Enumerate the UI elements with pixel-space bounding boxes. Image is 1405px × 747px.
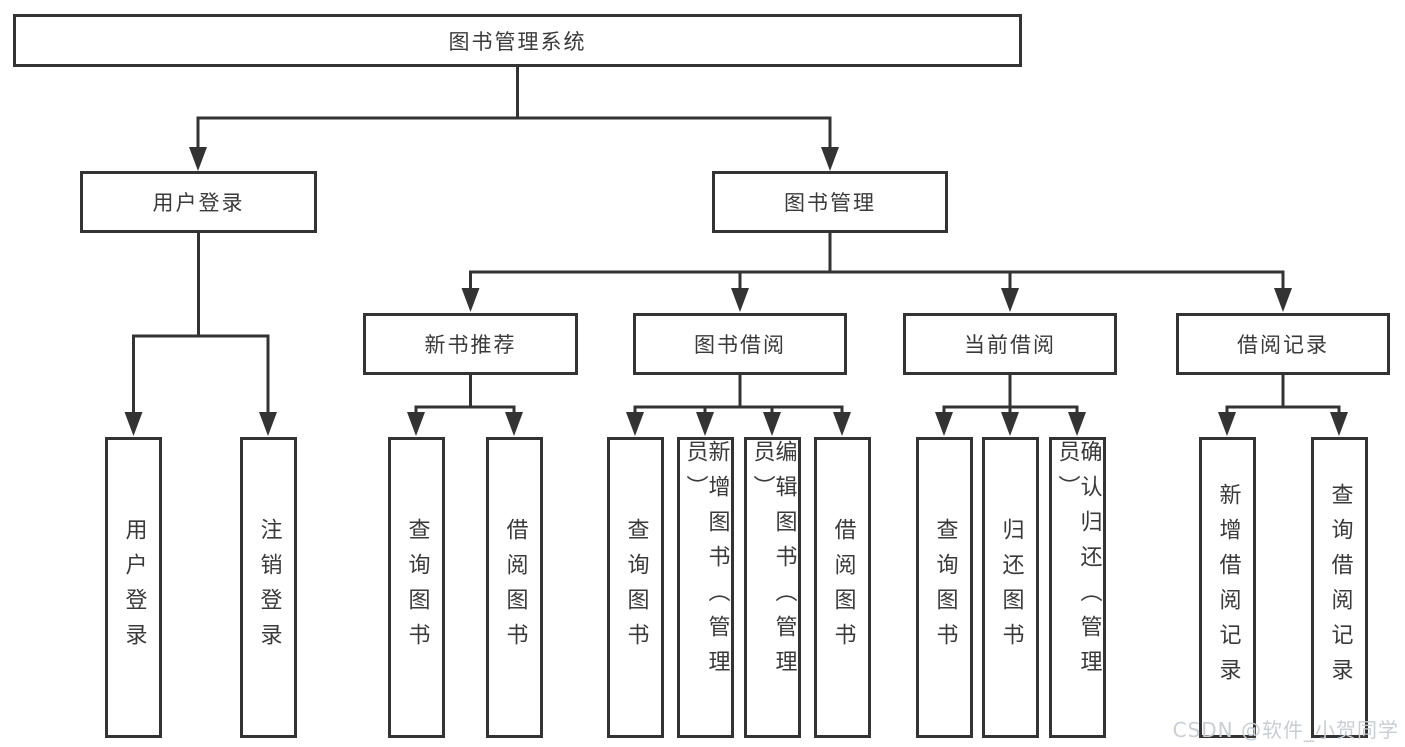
arrowhead bbox=[833, 412, 851, 436]
arrowhead bbox=[1274, 288, 1292, 312]
arrowhead bbox=[505, 412, 523, 436]
leaf-return-books: 归还图书 bbox=[982, 437, 1039, 738]
node-book-management: 图书管理 bbox=[712, 171, 948, 233]
node-label: 注销登录 bbox=[256, 517, 282, 658]
arrowhead bbox=[763, 412, 781, 436]
leaf-edit-books-admin: 编辑图书（管理员） bbox=[744, 437, 801, 738]
node-label: 查询借阅记录 bbox=[1327, 482, 1353, 693]
leaf-query-books-3: 查询图书 bbox=[916, 437, 973, 738]
arrowhead bbox=[189, 147, 207, 171]
arrowhead bbox=[626, 412, 644, 436]
node-label: 查询图书 bbox=[932, 517, 958, 658]
leaf-borrow-books-1: 借阅图书 bbox=[486, 437, 543, 738]
leaf-borrow-books-2: 借阅图书 bbox=[814, 437, 871, 738]
leaf-query-books-1: 查询图书 bbox=[388, 437, 445, 738]
node-label: 新增借阅记录 bbox=[1215, 482, 1241, 693]
node-label: 新增图书（管理员） bbox=[682, 440, 730, 685]
arrowhead bbox=[696, 412, 714, 436]
leaf-user-login: 用户登录 bbox=[105, 437, 162, 738]
arrowhead bbox=[259, 412, 277, 436]
node-label: 归还图书 bbox=[998, 517, 1024, 658]
node-label: 用户登录 bbox=[152, 191, 245, 215]
node-label: 编辑图书（管理员） bbox=[749, 440, 797, 685]
arrowhead bbox=[1218, 412, 1236, 436]
node-label: 图书管理系统 bbox=[448, 29, 587, 54]
node-label: 查询图书 bbox=[623, 517, 649, 658]
arrowhead bbox=[461, 288, 480, 312]
node-label: 新书推荐 bbox=[424, 333, 517, 357]
leaf-query-borrow-record: 查询借阅记录 bbox=[1311, 437, 1368, 738]
arrowhead bbox=[1068, 412, 1086, 436]
node-label: 借阅记录 bbox=[1237, 333, 1329, 357]
node-label: 借阅图书 bbox=[502, 517, 528, 658]
leaf-query-books-2: 查询图书 bbox=[607, 437, 664, 738]
arrowhead bbox=[407, 412, 425, 436]
arrowhead bbox=[935, 412, 953, 436]
node-label: 图书借阅 bbox=[694, 333, 786, 357]
node-label: 图书管理 bbox=[784, 191, 876, 215]
leaf-add-borrow-record: 新增借阅记录 bbox=[1199, 437, 1256, 738]
node-label: 借阅图书 bbox=[830, 517, 856, 658]
leaf-confirm-return-admin: 确认归还（管理员） bbox=[1049, 437, 1106, 738]
arrowhead bbox=[124, 412, 143, 436]
node-label: 查询图书 bbox=[404, 517, 430, 658]
node-label: 确认归还（管理员） bbox=[1054, 440, 1102, 685]
node-current-borrowing: 当前借阅 bbox=[903, 313, 1117, 375]
arrowhead bbox=[821, 147, 839, 171]
node-label: 当前借阅 bbox=[964, 333, 1056, 357]
arrowhead bbox=[1330, 412, 1348, 436]
leaf-add-books-admin: 新增图书（管理员） bbox=[677, 437, 734, 738]
node-user-login: 用户登录 bbox=[80, 171, 317, 233]
leaf-logout: 注销登录 bbox=[240, 437, 297, 738]
node-borrowing-records: 借阅记录 bbox=[1176, 313, 1390, 375]
node-label: 用户登录 bbox=[121, 517, 147, 658]
csdn-watermark: CSDN @软件_小贺同学 bbox=[1172, 718, 1399, 742]
arrowhead bbox=[1001, 412, 1019, 436]
node-book-borrowing: 图书借阅 bbox=[633, 313, 847, 375]
node-new-book-recommendation: 新书推荐 bbox=[363, 313, 578, 375]
arrowhead bbox=[1001, 288, 1019, 312]
node-library-management-system: 图书管理系统 bbox=[13, 14, 1022, 67]
arrowhead bbox=[731, 288, 749, 312]
